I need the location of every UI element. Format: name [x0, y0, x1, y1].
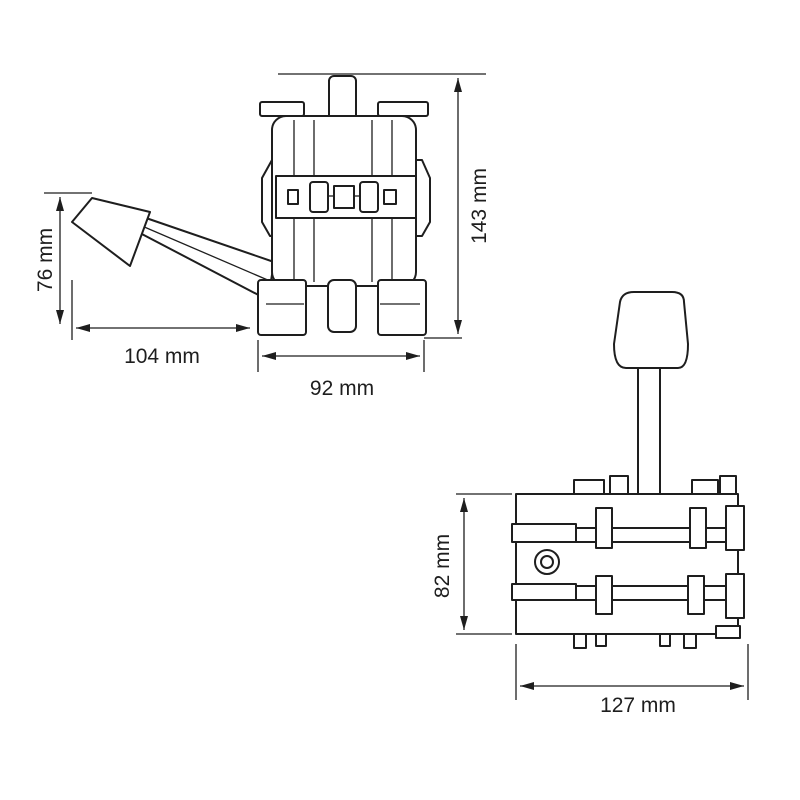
foot-left — [257, 279, 307, 336]
dimension-label-143: 143 mm — [468, 168, 491, 244]
dimension-143-mm: 143 mm — [278, 73, 491, 339]
lever-shaft — [137, 217, 275, 301]
front-view-switch — [511, 291, 745, 649]
lever-knob — [71, 197, 151, 267]
side-view-switch — [71, 75, 431, 336]
dimension-76-mm: 76 mm — [34, 192, 92, 324]
dimension-label-76: 76 mm — [34, 228, 57, 292]
dimension-label-127: 127 mm — [600, 694, 676, 717]
top-ear-right — [377, 101, 429, 117]
clamp-band-upper — [511, 505, 745, 551]
dimension-127-mm: 127 mm — [515, 644, 749, 717]
foot-right — [377, 279, 427, 336]
dimension-92-mm: 92 mm — [257, 340, 425, 400]
dimension-label-92: 92 mm — [310, 377, 374, 400]
lever-knob-top — [613, 291, 689, 369]
contact-band — [275, 175, 417, 219]
dimension-label-82: 82 mm — [431, 534, 454, 598]
dimension-82-mm: 82 mm — [431, 493, 512, 635]
clamp-band-lower — [511, 573, 745, 619]
bottom-shaft — [327, 279, 357, 333]
dimension-label-104: 104 mm — [124, 345, 200, 368]
screw-terminal — [534, 549, 560, 575]
dimension-104-mm: 104 mm — [71, 280, 250, 368]
top-ear-left — [259, 101, 305, 117]
